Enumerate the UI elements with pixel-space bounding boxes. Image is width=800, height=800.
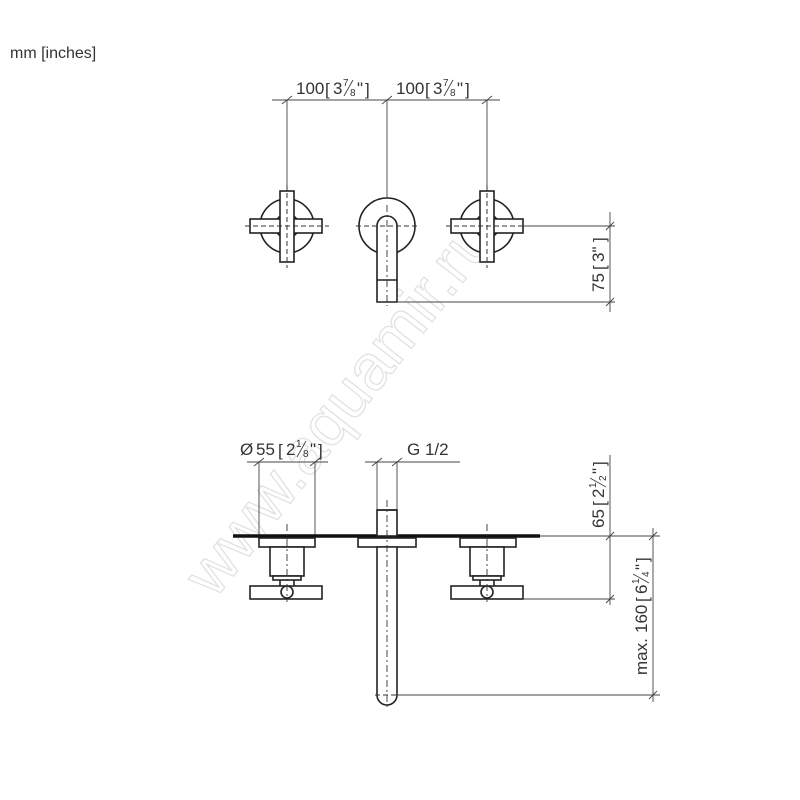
dim-spout-height: 75 [ 3" ]: [589, 237, 609, 292]
svg-text:max.: max.: [632, 638, 651, 675]
svg-text:55: 55: [256, 440, 275, 459]
svg-text:8: 8: [350, 88, 356, 99]
left-cross-handle-front: [245, 185, 329, 268]
right-handle-side: [450, 524, 524, 602]
dim-spacing-left: 100 [ 3 7 8 " ]: [296, 78, 370, 99]
svg-text:[: [: [278, 441, 283, 460]
dim-thread: G 1/2: [407, 440, 449, 459]
svg-text:3": 3": [589, 247, 608, 263]
svg-text:1: 1: [588, 482, 599, 488]
units-label: mm [inches]: [10, 45, 97, 62]
svg-text:[: [: [590, 501, 609, 506]
svg-text:": ": [457, 79, 463, 98]
svg-text:160: 160: [632, 605, 651, 633]
svg-text:[: [: [425, 80, 430, 99]
svg-text:65: 65: [589, 509, 608, 528]
dim-spacing-right: 100 [ 3 7 8 " ]: [396, 78, 470, 99]
svg-text:8: 8: [450, 88, 456, 99]
svg-text:2: 2: [286, 440, 295, 459]
watermark: www.aquamir.ru: [169, 206, 507, 610]
svg-text:]: ]: [590, 461, 609, 466]
svg-text:4: 4: [641, 571, 652, 577]
svg-text:100: 100: [396, 79, 424, 98]
svg-text:]: ]: [318, 441, 323, 460]
dim-rosette-diameter: Ø 55 [ 2 1 8 " ]: [240, 439, 323, 460]
svg-text:75: 75: [589, 273, 608, 292]
dim-projection: max. 160 [ 6 1 4 " ]: [631, 557, 652, 675]
right-cross-handle-front: [446, 185, 529, 268]
front-view: 100 [ 3 7 8 " ] 100 [ 3 7 8 " ]: [245, 78, 615, 312]
svg-text:1: 1: [296, 439, 302, 450]
svg-text:[: [: [633, 597, 652, 602]
svg-text:]: ]: [465, 80, 470, 99]
svg-text:100: 100: [296, 79, 324, 98]
svg-text:": ": [357, 79, 363, 98]
svg-text:]: ]: [590, 237, 609, 242]
svg-text:8: 8: [303, 449, 309, 460]
section-view: Ø 55 [ 2 1 8 " ] G 1/2: [233, 439, 660, 708]
left-handle-side: [249, 524, 323, 602]
dim-rough-in: 65 [ 2 1 2 " ]: [588, 461, 609, 528]
svg-text:": ": [310, 440, 316, 459]
svg-text:2: 2: [598, 475, 609, 481]
svg-text:]: ]: [365, 80, 370, 99]
svg-text:[: [: [325, 80, 330, 99]
svg-text:[: [: [590, 265, 609, 270]
spout-front: [356, 197, 418, 306]
svg-text:1: 1: [631, 578, 642, 584]
svg-text:7: 7: [443, 78, 449, 89]
svg-text:3: 3: [433, 79, 442, 98]
svg-text:6: 6: [632, 585, 651, 594]
spout-side: [357, 500, 417, 708]
svg-text:": ": [589, 468, 608, 474]
svg-text:]: ]: [633, 557, 652, 562]
svg-text:7: 7: [343, 78, 349, 89]
svg-text:Ø: Ø: [240, 440, 253, 459]
svg-text:": ": [632, 564, 651, 570]
svg-text:2: 2: [589, 489, 608, 498]
svg-text:3: 3: [333, 79, 342, 98]
